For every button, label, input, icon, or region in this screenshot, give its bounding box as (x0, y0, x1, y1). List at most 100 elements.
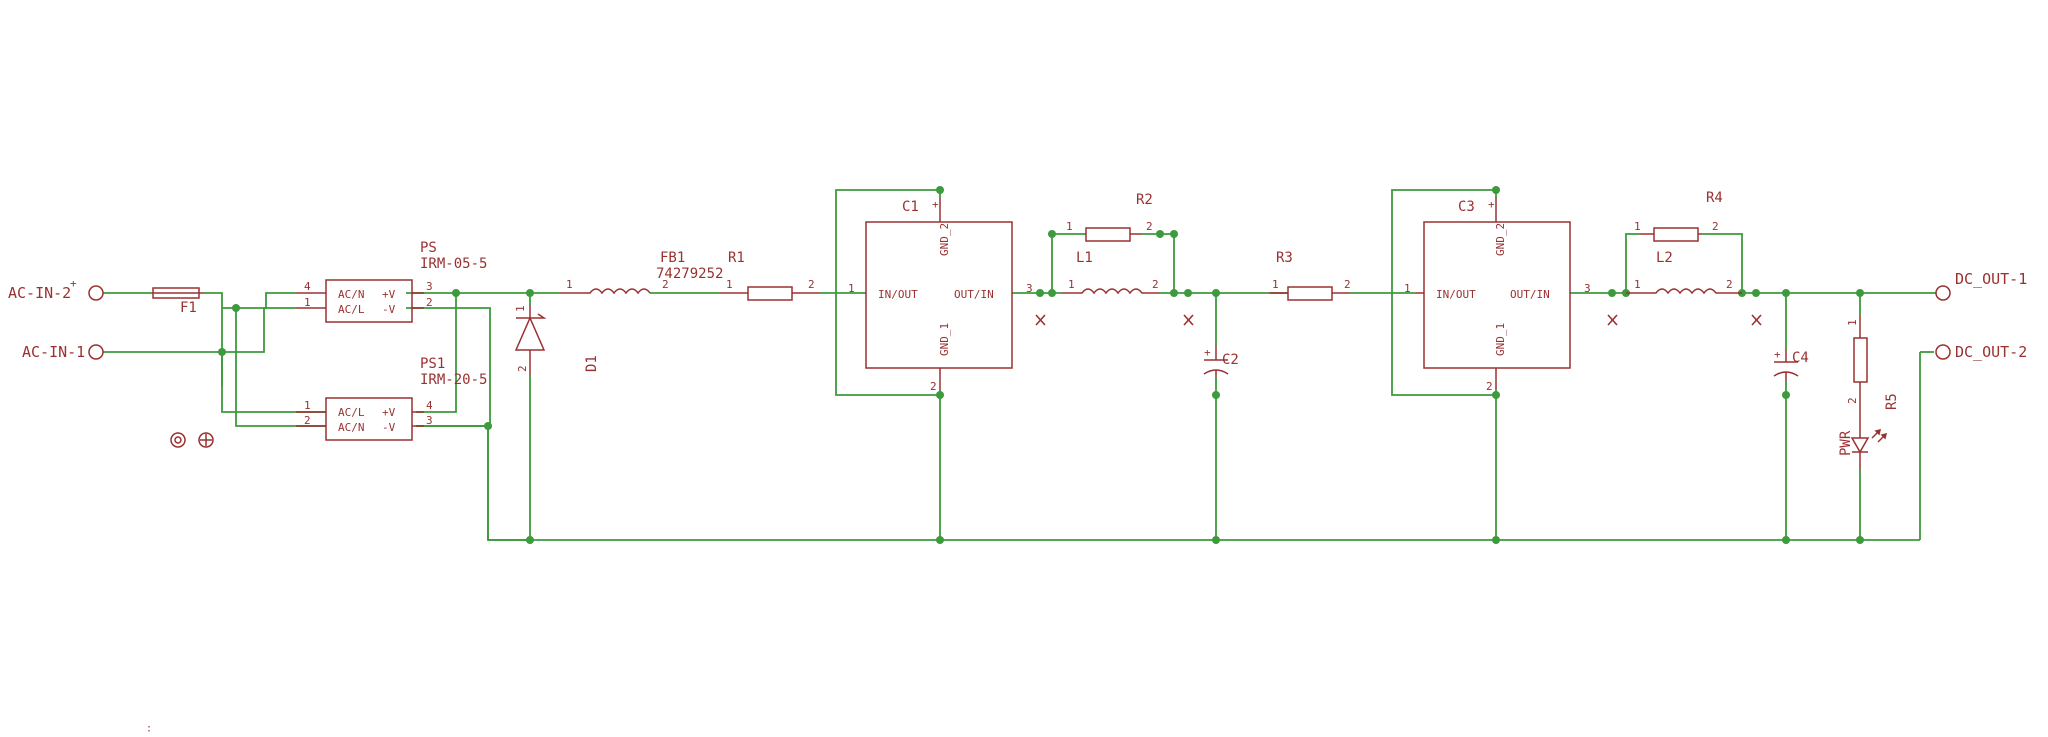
svg-text:GND_1: GND_1 (938, 323, 951, 356)
resistor-r5: 1 2 R5 (1846, 316, 1900, 410)
svg-text:1: 1 (304, 399, 311, 412)
power-supply-ps: AC/N AC/L +V -V 4 1 3 2 PS IRM-05-5 (296, 240, 487, 323)
power-supply-ps1-name: PS1 (420, 356, 445, 372)
led-pwr-label: PWR (1838, 430, 1854, 456)
svg-text:1: 1 (848, 282, 855, 295)
diode-d1: 1 2 D1 (514, 305, 600, 375)
wires (103, 189, 1936, 541)
svg-text:2: 2 (1344, 278, 1351, 291)
svg-text:AC/L: AC/L (338, 406, 365, 419)
diode-d1-label: D1 (584, 355, 600, 372)
ferrite-fb1: 1 2 FB1 74279252 (560, 250, 723, 295)
svg-text:1: 1 (1634, 220, 1641, 233)
resistor-r2: 1 2 R2 (1066, 192, 1153, 242)
filter-block-c1-label: C1 (902, 199, 919, 215)
svg-text:GND_1: GND_1 (1494, 323, 1507, 356)
svg-text:1: 1 (1066, 220, 1073, 233)
filter-block-c3: 1 3 + 2 IN/OUT OUT/IN GND_2 GND_1 C3 (1404, 198, 1591, 393)
mounting-holes (170, 432, 214, 448)
inductor-l2-label: L2 (1656, 250, 1673, 266)
svg-text:AC/L: AC/L (338, 303, 365, 316)
svg-text:2: 2 (1846, 397, 1859, 404)
svg-text:IN/OUT: IN/OUT (878, 288, 918, 301)
svg-text:4: 4 (426, 399, 433, 412)
svg-text:+: + (70, 277, 77, 290)
filter-block-c1: 1 3 + 2 IN/OUT OUT/IN GND_2 GND_1 C1 (848, 198, 1033, 393)
svg-text:AC/N: AC/N (338, 421, 365, 434)
resistor-r4-label: R4 (1706, 190, 1723, 206)
connector-dc-out-1-label: DC_OUT-1 (1955, 270, 2027, 288)
svg-text:3: 3 (426, 280, 433, 293)
fuse-f1: F1 (152, 287, 204, 316)
svg-text:2: 2 (1726, 278, 1733, 291)
svg-text:1: 1 (1068, 278, 1075, 291)
svg-text:GND_2: GND_2 (938, 223, 951, 256)
connector-ac-in-2-label: AC-IN-2 (8, 284, 71, 302)
svg-text:3: 3 (1026, 282, 1033, 295)
inductor-l1: 1 2 L1 (1062, 250, 1160, 295)
led-pwr: PWR (1838, 406, 1888, 470)
svg-text:4: 4 (304, 280, 311, 293)
svg-text:1: 1 (726, 278, 733, 291)
power-supply-ps1-value: IRM-20-5 (420, 372, 487, 388)
inductor-l1-label: L1 (1076, 250, 1093, 266)
connector-dc-out-2: DC_OUT-2 (1935, 343, 2027, 361)
svg-text:1: 1 (1272, 278, 1279, 291)
resistor-r2-label: R2 (1136, 192, 1153, 208)
status-dots: ·· (146, 722, 153, 737)
svg-text:2: 2 (1486, 380, 1493, 393)
svg-text:+: + (1774, 348, 1781, 361)
capacitor-c2-label: C2 (1222, 352, 1239, 368)
power-supply-ps-name: PS (420, 240, 437, 256)
power-supply-ps1: AC/L AC/N +V -V 1 2 4 3 PS1 IRM-20-5 (296, 356, 487, 441)
svg-text:3: 3 (426, 414, 433, 427)
no-connect-markers (1035, 314, 1762, 326)
svg-text:GND_2: GND_2 (1494, 223, 1507, 256)
resistor-r4: 1 2 R4 (1634, 190, 1723, 242)
svg-text:1: 1 (566, 278, 573, 291)
svg-text:2: 2 (1152, 278, 1159, 291)
svg-text:2: 2 (662, 278, 669, 291)
svg-text:+V: +V (382, 406, 396, 419)
connector-ac-in-2: AC-IN-2 + (8, 277, 104, 302)
inductor-l2: 1 2 L2 (1626, 250, 1742, 295)
svg-text:2: 2 (1146, 220, 1153, 233)
capacitor-c2: + C2 (1203, 345, 1239, 378)
ferrite-fb1-name: FB1 (660, 250, 685, 266)
fuse-f1-label: F1 (180, 300, 197, 316)
resistor-r3: 1 2 R3 (1268, 250, 1351, 301)
connector-ac-in-1-label: AC-IN-1 (22, 343, 85, 361)
svg-text:3: 3 (1584, 282, 1591, 295)
resistor-r1-label: R1 (728, 250, 745, 266)
svg-text:+: + (1204, 346, 1211, 359)
svg-text:2: 2 (1712, 220, 1719, 233)
svg-text:2: 2 (808, 278, 815, 291)
power-supply-ps-value: IRM-05-5 (420, 256, 487, 272)
filter-block-c3-label: C3 (1458, 199, 1475, 215)
svg-text:+: + (932, 198, 939, 211)
svg-text:2: 2 (304, 414, 311, 427)
capacitor-c4-label: C4 (1792, 350, 1809, 366)
ferrite-fb1-value: 74279252 (656, 266, 723, 282)
connector-dc-out-1: DC_OUT-1 (1935, 270, 2027, 301)
svg-text:2: 2 (426, 296, 433, 309)
svg-text:-V: -V (382, 303, 396, 316)
svg-text:+V: +V (382, 288, 396, 301)
svg-text:+: + (1488, 198, 1495, 211)
connector-dc-out-2-label: DC_OUT-2 (1955, 343, 2027, 361)
resistor-r5-label: R5 (1884, 393, 1900, 410)
svg-text:1: 1 (1404, 282, 1411, 295)
svg-text:1: 1 (514, 305, 527, 312)
svg-text:2: 2 (930, 380, 937, 393)
resistor-r3-label: R3 (1276, 250, 1293, 266)
junctions (218, 186, 1864, 544)
svg-text:-V: -V (382, 421, 396, 434)
svg-text:1: 1 (1634, 278, 1641, 291)
connector-ac-in-1: AC-IN-1 (22, 343, 104, 361)
svg-text:2: 2 (516, 365, 529, 372)
svg-text:OUT/IN: OUT/IN (1510, 288, 1550, 301)
svg-text:OUT/IN: OUT/IN (954, 288, 994, 301)
svg-text:1: 1 (304, 296, 311, 309)
capacitor-c4: + C4 (1773, 348, 1809, 382)
